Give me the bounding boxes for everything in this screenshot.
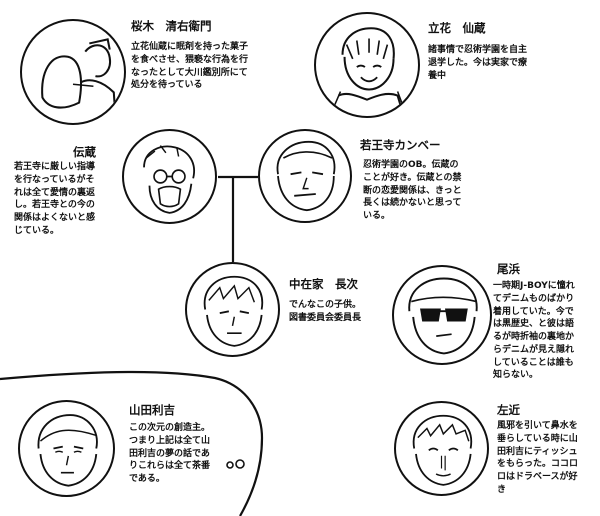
thought-bubble-small — [226, 461, 234, 469]
thought-bubble-medium — [235, 459, 245, 469]
name-nyakuoji: 若王寺カンベー — [360, 138, 441, 152]
portrait-tachibana — [314, 12, 420, 118]
portrait-yamada — [18, 400, 115, 497]
desc-yamada: この次元の創造主。 つまり上記は全て山 田利吉の夢の話であ りこれらは全て茶番 … — [129, 423, 211, 485]
name-sakuragi: 桜木 清右衛門 — [131, 19, 212, 33]
portrait-obama — [392, 265, 492, 365]
desc-obama: 一時期J-BOYに憧れ てデニムものばかり 着用していた。今で は黒歴史、と彼は… — [493, 281, 575, 381]
desc-denzo: 若王寺に厳しい指導 を行なっているがそ れは全て愛情の裏返 し。若王寺との今の … — [14, 162, 96, 236]
portrait-nyakuoji — [258, 129, 352, 223]
desc-sakon: 風邪を引いて鼻水を 垂らしている時に山 田利吉にティッシュ をもらった。ココロ … — [497, 421, 579, 495]
dream-bubble-outline — [0, 370, 264, 516]
name-denzo: 伝蔵 — [73, 145, 96, 159]
portrait-nakazaike — [185, 262, 280, 357]
name-yamada: 山田利吉 — [129, 403, 175, 417]
portrait-denzo — [122, 129, 217, 224]
portrait-sakon — [394, 401, 489, 496]
name-obama: 尾浜 — [497, 262, 520, 276]
name-tachibana: 立花 仙蔵 — [428, 21, 486, 35]
desc-nakazaike: でんなこの子供。 図書委員会委員長 — [289, 300, 362, 323]
name-nakazaike: 中在家 長次 — [289, 277, 358, 291]
portrait-sakuragi — [20, 19, 126, 125]
name-sakon: 左近 — [497, 403, 520, 417]
desc-nyakuoji: 忍術学園のOB。伝蔵の ことが好き。伝蔵との禁 断の恋愛関係は、きっと 長くは続… — [363, 160, 462, 222]
desc-sakuragi: 立花仙蔵に眠剤を持った菓子 を食べさせ、猥褻な行為を行 なったとして大川鑑別所に… — [131, 42, 249, 91]
desc-tachibana: 諸事情で忍術学園を自主 退学した。今は実家で療 養中 — [428, 45, 528, 81]
